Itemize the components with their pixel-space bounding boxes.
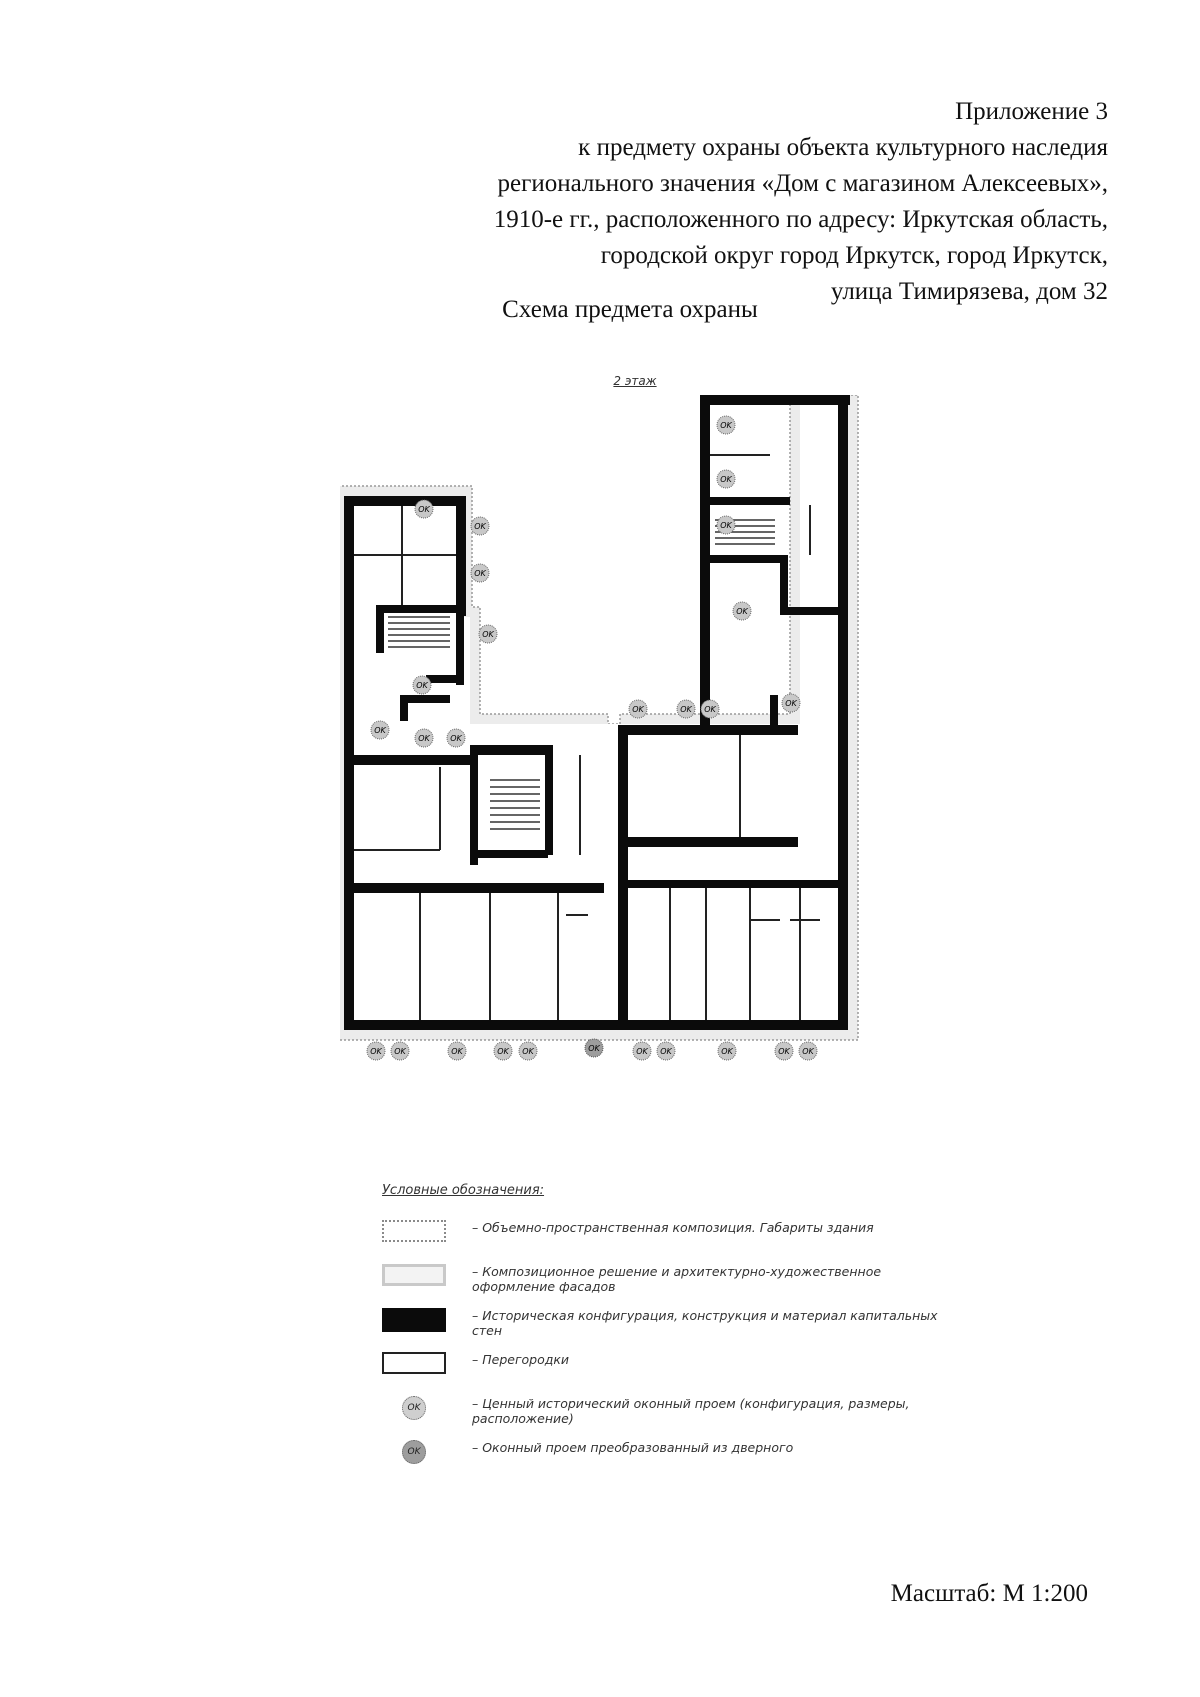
- legend-item-text: – Композиционное решение и архитектурно-…: [472, 1264, 882, 1294]
- window-marker-converted: OK: [584, 1038, 604, 1058]
- svg-text:OK: OK: [418, 505, 430, 514]
- header-line: городской округ город Иркутск, город Ирк…: [600, 242, 1108, 269]
- svg-text:OK: OK: [721, 1047, 733, 1056]
- window-marker: OK: [370, 720, 390, 740]
- window-marker: OK: [414, 499, 434, 519]
- window-marker: OK: [446, 728, 466, 748]
- svg-text:OK: OK: [778, 1047, 790, 1056]
- window-marker: OK: [447, 1041, 467, 1061]
- svg-text:OK: OK: [632, 705, 644, 714]
- window-marker: OK: [774, 1041, 794, 1061]
- floor-plan: OK OK OK OK OK OK OK OK OK OK OK OK OK O…: [340, 395, 859, 1061]
- legend-item-text: – Историческая конфигурация, конструкция…: [472, 1308, 938, 1338]
- window-marker: OK: [798, 1041, 818, 1061]
- window-marker: OK: [412, 675, 432, 695]
- window-marker: OK: [676, 699, 696, 719]
- facade-swatch: [382, 1264, 446, 1286]
- window-marker: OK: [716, 469, 736, 489]
- svg-text:OK: OK: [704, 705, 716, 714]
- window-marker: OK: [493, 1041, 513, 1061]
- window-marker: OK: [656, 1041, 676, 1061]
- window-markers: OK OK OK OK OK OK OK OK OK OK OK OK OK O…: [366, 415, 818, 1061]
- window-marker: OK: [732, 601, 752, 621]
- svg-text:OK: OK: [482, 630, 494, 639]
- legend-item-text: – Оконный проем преобразованный из дверн…: [472, 1440, 794, 1455]
- svg-text:OK: OK: [418, 734, 430, 743]
- appendix-header: Приложение 3 к предмету охраны объекта к…: [348, 94, 1108, 310]
- converted-window-marker-swatch: OK: [402, 1440, 426, 1464]
- legend-item-text: – Ценный исторический оконный проем (кон…: [472, 1396, 910, 1426]
- window-marker: OK: [518, 1041, 538, 1061]
- svg-text:OK: OK: [450, 734, 462, 743]
- legend-item-text: – Перегородки: [472, 1352, 570, 1367]
- legend-item-text: – Объемно-пространственная композиция. Г…: [472, 1220, 874, 1235]
- partitions: [354, 454, 820, 1020]
- window-marker: OK: [628, 699, 648, 719]
- header-line: Приложение 3: [955, 98, 1108, 125]
- outline-swatch: [382, 1220, 446, 1242]
- partition-swatch: [382, 1352, 446, 1374]
- svg-text:OK: OK: [588, 1044, 600, 1053]
- window-marker: OK: [700, 699, 720, 719]
- header-line: к предмету охраны объекта культурного на…: [578, 134, 1108, 161]
- legend-item-ok: OK – Ценный исторический оконный проем (…: [382, 1396, 942, 1440]
- legend-item-ok-dark: OK – Оконный проем преобразованный из дв…: [382, 1440, 942, 1484]
- header-line: 1910-е гг., расположенного по адресу: Ир…: [493, 206, 1108, 233]
- svg-text:OK: OK: [394, 1047, 406, 1056]
- svg-text:OK: OK: [680, 705, 692, 714]
- svg-text:OK: OK: [451, 1047, 463, 1056]
- floor-label: 2 этаж: [613, 374, 657, 388]
- svg-text:OK: OK: [802, 1047, 814, 1056]
- building-interior: [344, 405, 848, 1030]
- window-marker: OK: [470, 563, 490, 583]
- header-line: регионального значения «Дом с магазином …: [497, 170, 1109, 197]
- svg-text:OK: OK: [720, 475, 732, 484]
- window-marker: OK: [390, 1041, 410, 1061]
- window-marker: OK: [781, 693, 801, 713]
- svg-text:OK: OK: [497, 1047, 509, 1056]
- svg-text:OK: OK: [370, 1047, 382, 1056]
- window-marker: OK: [716, 415, 736, 435]
- scale-label: Масштаб: М 1:200: [890, 1580, 1088, 1607]
- svg-text:OK: OK: [720, 521, 732, 530]
- svg-text:OK: OK: [785, 699, 797, 708]
- legend-title: Условные обозначения:: [382, 1183, 545, 1198]
- window-marker: OK: [478, 624, 498, 644]
- svg-text:OK: OK: [416, 681, 428, 690]
- svg-text:OK: OK: [474, 569, 486, 578]
- legend: Условные обозначения: – Объемно-простран…: [382, 1183, 942, 1484]
- svg-text:OK: OK: [720, 421, 732, 430]
- svg-text:OK: OK: [660, 1047, 672, 1056]
- svg-text:OK: OK: [636, 1047, 648, 1056]
- svg-text:OK: OK: [474, 522, 486, 531]
- svg-text:OK: OK: [522, 1047, 534, 1056]
- header-line: улица Тимирязева, дом 32: [830, 278, 1108, 305]
- capital-walls: [344, 395, 850, 1030]
- svg-text:OK: OK: [374, 726, 386, 735]
- window-marker: OK: [632, 1041, 652, 1061]
- wall-swatch: [382, 1308, 446, 1332]
- window-marker: OK: [716, 515, 736, 535]
- legend-item-outline: – Объемно-пространственная композиция. Г…: [382, 1220, 942, 1264]
- window-marker: OK: [470, 516, 490, 536]
- legend-item-facade: – Композиционное решение и архитектурно-…: [382, 1264, 942, 1308]
- legend-item-partition: – Перегородки: [382, 1352, 942, 1396]
- window-marker-swatch: OK: [402, 1396, 426, 1420]
- legend-item-wall: – Историческая конфигурация, конструкция…: [382, 1308, 942, 1352]
- window-marker: OK: [414, 728, 434, 748]
- window-marker: OK: [717, 1041, 737, 1061]
- scheme-title: Схема предмета охраны: [502, 296, 758, 323]
- svg-text:OK: OK: [736, 607, 748, 616]
- window-marker: OK: [366, 1041, 386, 1061]
